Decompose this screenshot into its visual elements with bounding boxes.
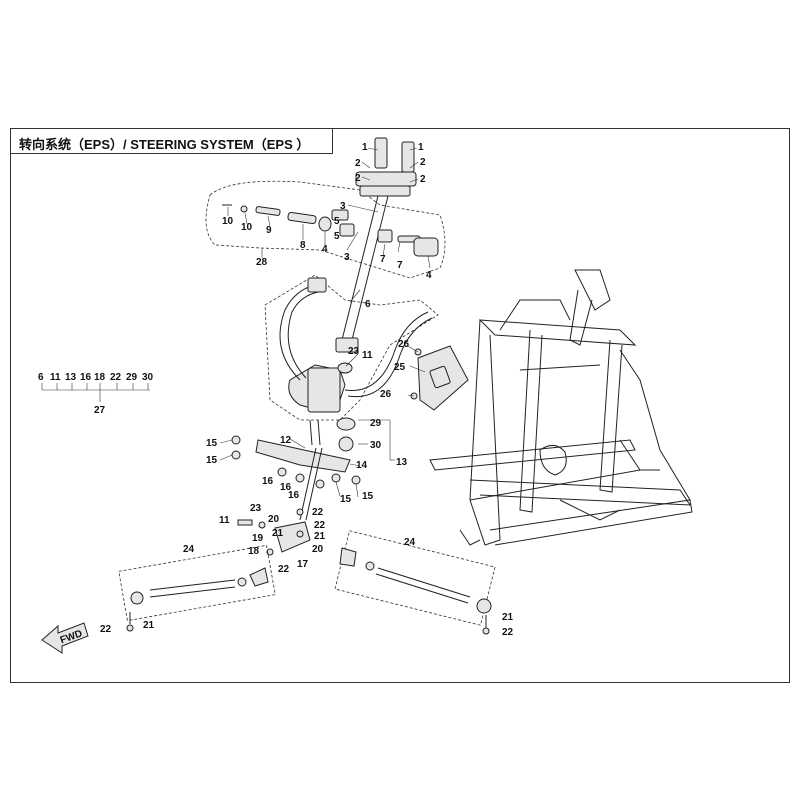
- callout-16: 16: [288, 490, 300, 501]
- group-27-item: 29: [126, 372, 138, 383]
- tie-rod-left: [118, 544, 276, 632]
- callout-15: 15: [206, 455, 218, 466]
- group-28-outline: [205, 180, 446, 279]
- callout-2: 2: [355, 173, 361, 184]
- group-27-outline: [264, 274, 439, 421]
- callout-9: 9: [266, 225, 272, 236]
- callout-30: 30: [370, 440, 382, 451]
- tie-rod-right: [334, 530, 496, 635]
- callout-1: 1: [362, 142, 368, 153]
- callout-27: 27: [94, 405, 106, 416]
- upper-clamp-assembly: [355, 137, 417, 197]
- callout-16: 16: [262, 476, 274, 487]
- callout-24: 24: [404, 537, 416, 548]
- callout-24: 24: [183, 544, 195, 555]
- eps-motor-unit: [288, 362, 353, 446]
- callout-19: 19: [252, 533, 264, 544]
- callout-6: 6: [365, 299, 371, 310]
- coupling-parts: [336, 417, 356, 452]
- group-27-item: 30: [142, 372, 154, 383]
- steering-arm: [237, 447, 323, 556]
- group-27-item: 22: [110, 372, 122, 383]
- mounting-bracket: [231, 435, 361, 489]
- diagram-frame: [10, 128, 790, 683]
- callout-22: 22: [100, 624, 112, 635]
- callout-15: 15: [340, 494, 352, 505]
- group-27-bracket: [41, 383, 150, 402]
- leader-lines: [219, 147, 431, 498]
- callout-17: 17: [297, 559, 309, 570]
- callout-21: 21: [143, 620, 155, 631]
- fwd-arrow: [41, 622, 89, 654]
- callout-23: 23: [348, 346, 360, 357]
- callout-28: 28: [256, 257, 268, 268]
- group-27-item: 13: [65, 372, 77, 383]
- callout-23: 23: [250, 503, 262, 514]
- callout-22: 22: [312, 507, 324, 518]
- steering-shaft-upper: [335, 195, 389, 353]
- callout-3: 3: [344, 252, 350, 263]
- callout-8: 8: [300, 240, 306, 251]
- callout-1: 1: [418, 142, 424, 153]
- callout-15: 15: [362, 491, 374, 502]
- callout-10: 10: [241, 222, 253, 233]
- callout-20: 20: [268, 514, 280, 525]
- callout-4: 4: [426, 270, 432, 281]
- callout-4: 4: [322, 244, 328, 255]
- group-28-parts: [222, 204, 439, 257]
- callout-20: 20: [312, 544, 324, 555]
- callout-2: 2: [355, 158, 361, 169]
- group-27-item: 16: [80, 372, 92, 383]
- page-title: 转向系统（EPS）/ STEERING SYSTEM（EPS ）: [19, 137, 310, 152]
- callout-21: 21: [272, 528, 284, 539]
- callout-21: 21: [314, 531, 326, 542]
- callout-2: 2: [420, 174, 426, 185]
- callout-26: 26: [380, 389, 392, 400]
- callout-13: 13: [396, 457, 408, 468]
- callout-5: 5: [334, 231, 340, 242]
- title-box: 转向系统（EPS）/ STEERING SYSTEM（EPS ）: [10, 128, 333, 154]
- callout-2: 2: [420, 157, 426, 168]
- callout-22: 22: [502, 627, 514, 638]
- callout-14: 14: [356, 460, 368, 471]
- callout-25: 25: [394, 362, 406, 373]
- callout-7: 7: [380, 254, 386, 265]
- callout-5: 5: [334, 216, 340, 227]
- group-13-bracket: [358, 419, 391, 460]
- callout-22: 22: [278, 564, 290, 575]
- ecu-controller: [410, 345, 469, 411]
- callout-3: 3: [340, 201, 346, 212]
- callout-10: 10: [222, 216, 234, 227]
- callout-11: 11: [362, 350, 373, 361]
- wiring-harness: [279, 277, 433, 398]
- callout-22: 22: [314, 520, 326, 531]
- callout-labels: 1 1 2 2 2 2 3 3 4 4 5 5 6 7 7 8 9 10 10 …: [100, 142, 514, 638]
- callout-18: 18: [248, 546, 260, 557]
- vehicle-frame: [429, 269, 693, 546]
- group-27-list: 6 11 13 16 18 22 29 30: [38, 372, 154, 383]
- callout-26: 26: [398, 339, 410, 350]
- callout-11: 11: [219, 515, 230, 526]
- callout-29: 29: [370, 418, 382, 429]
- group-27-item: 6: [38, 372, 44, 383]
- callout-7: 7: [397, 260, 403, 271]
- callout-15: 15: [206, 438, 218, 449]
- callout-21: 21: [502, 612, 514, 623]
- callout-16: 16: [280, 482, 292, 493]
- group-27-item: 11: [50, 372, 61, 383]
- group-27-item: 18: [94, 372, 106, 383]
- callout-12: 12: [280, 435, 292, 446]
